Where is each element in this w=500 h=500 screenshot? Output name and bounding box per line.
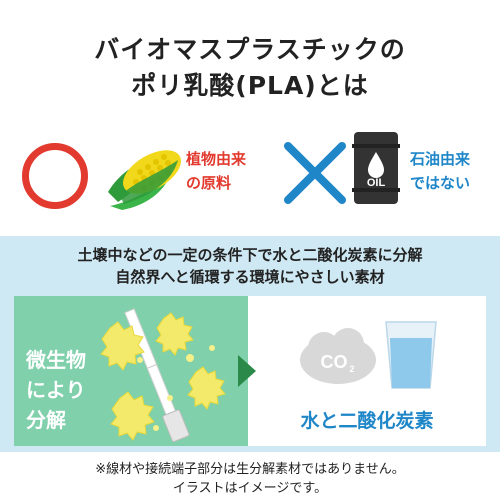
plant-label-line2: の原料 bbox=[186, 174, 232, 192]
cable-microbes-illustration bbox=[100, 308, 226, 443]
decomposition-line2: により bbox=[26, 378, 86, 402]
corn-icon bbox=[108, 150, 181, 210]
note-line2: イラストはイメージです。 bbox=[172, 481, 328, 496]
band-text-line1: 土壌中などの一定の条件下で水と二酸化炭素に分解 bbox=[77, 246, 423, 264]
note-line1: ※線材や接続端子部分は生分解素材ではありません。 bbox=[95, 462, 405, 477]
cross-icon bbox=[284, 142, 346, 204]
plant-label-line1: 植物由来 bbox=[186, 150, 247, 168]
page-title-line1: バイオマスプラスチックの bbox=[94, 35, 406, 64]
result-label: 水と二酸化炭素 bbox=[300, 410, 434, 432]
arrow-right-icon bbox=[238, 355, 256, 387]
oil-label-line2: ではない bbox=[410, 174, 471, 192]
water-glass-icon bbox=[385, 321, 437, 389]
decomposition-line1: 微生物 bbox=[26, 348, 86, 372]
co2-subscript: 2 bbox=[349, 364, 354, 374]
co2-text: CO bbox=[321, 352, 348, 372]
band-text-line2: 自然界へと循環する環境にやさしい素材 bbox=[115, 268, 385, 286]
barrel-text: OIL bbox=[367, 177, 386, 189]
oil-label-line1: 石油由来 bbox=[410, 150, 471, 168]
co2-cloud-icon: CO 2 bbox=[300, 328, 376, 384]
oil-barrel-icon: OIL bbox=[352, 132, 400, 204]
circle-ok-icon bbox=[22, 143, 88, 209]
decomposition-line3: 分解 bbox=[26, 408, 66, 432]
page-title-line2: ポリ乳酸(PLA)とは bbox=[131, 71, 369, 100]
